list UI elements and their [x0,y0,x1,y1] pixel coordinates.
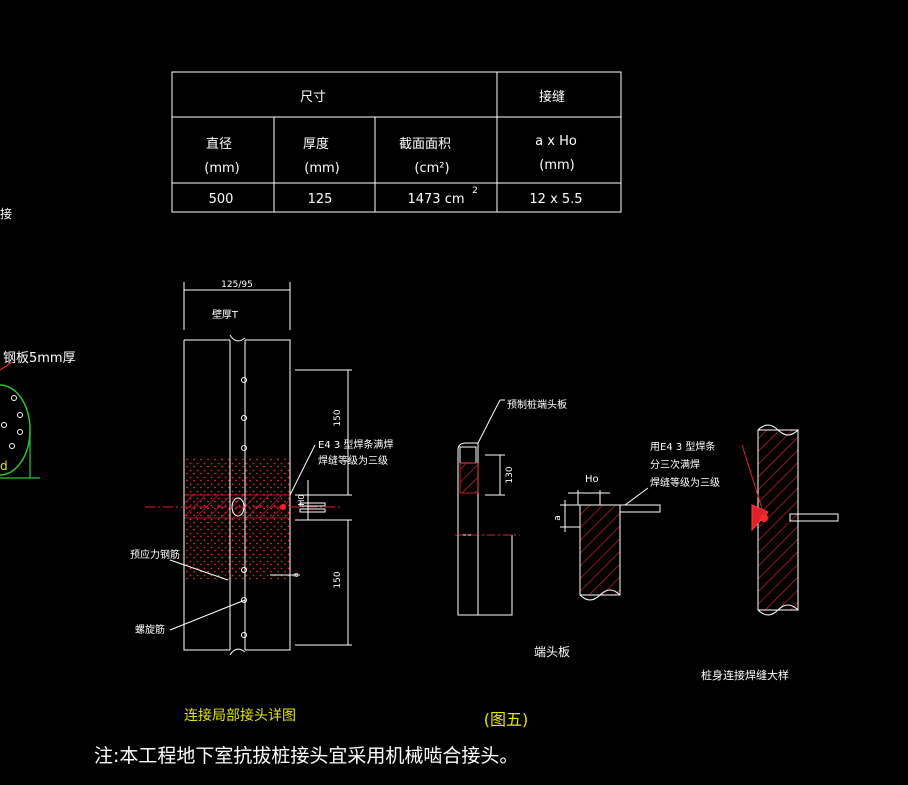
dim-width: 125/95 [221,280,253,290]
table-col-thickness: 厚度 [303,136,329,152]
end-plate-title: 端头板 [534,645,570,659]
plate-label: 钢板5mm厚 [3,351,76,366]
table-col-diameter: 直径 [206,137,232,152]
table-col-area: 截面面积 [399,137,451,152]
table-val-weld: 12 x 5.5 [529,192,582,207]
weld-note-line1: E4 3 型焊条满焊 [318,438,393,451]
weld-note-2: 分三次满焊 [650,458,700,471]
table-col-thickness-unit: (mm) [304,161,339,176]
weld-note-3: 焊缝等级为三级 [650,476,720,489]
rebar-label: 预应力钢筋 [130,548,180,561]
spec-table [171,71,622,213]
table-val-diameter: 500 [209,192,234,207]
joint-detail-title: 连接局部接头详图 [184,707,296,724]
figure-label: (图五) [484,710,529,729]
joint-detail: 125/95 壁厚T [130,280,393,724]
table-col-diameter-unit: (mm) [204,161,239,176]
weld-dim-ho: Ho [585,474,599,485]
left-partial-detail: 接 钢板5mm厚 d [0,206,76,479]
pile-weld-detail: 桩身连接焊缝大样 [701,424,839,682]
table-header-size: 尺寸 [300,90,326,105]
left-side-mark: 接 [0,206,12,221]
spiral-label: 螺旋筋 [135,623,165,636]
table-col-weld: a x Ho [535,134,577,149]
dim-a: a [291,572,300,577]
weld-note-line2: 焊缝等级为三级 [318,454,388,467]
table-header-weld: 接缝 [539,89,565,105]
dim-150-bottom: 150 [333,571,343,588]
table-col-area-unit: (cm²) [414,161,449,176]
end-plate-detail: 预制桩端头板 130 端头板 [455,398,570,659]
weld-dim-a: a [553,515,563,521]
concrete-zone [184,458,290,580]
table-val-area: 1473 cm [407,192,464,207]
table-val-area-sup: 2 [472,186,478,196]
dim-150-top: 150 [333,409,343,426]
dim-130: 130 [505,466,515,483]
note-text: 注:本工程地下室抗拔桩接头宜采用机械啮合接头。 [94,745,518,767]
end-plate-label: 预制桩端头板 [507,398,567,411]
wall-label: 壁厚T [212,308,239,321]
weld-note-1: 用E4 3 型焊条 [650,440,715,453]
pile-weld-title: 桩身连接焊缝大样 [701,668,789,682]
table-val-thickness: 125 [308,192,333,207]
table-col-weld-unit: (mm) [539,158,574,173]
mark-d: d [0,459,8,473]
dim-h0: H0 [297,494,306,505]
weld-detail: Ho a 用E4 3 型焊条 分三次满焊 焊缝等级为三级 [553,440,720,601]
